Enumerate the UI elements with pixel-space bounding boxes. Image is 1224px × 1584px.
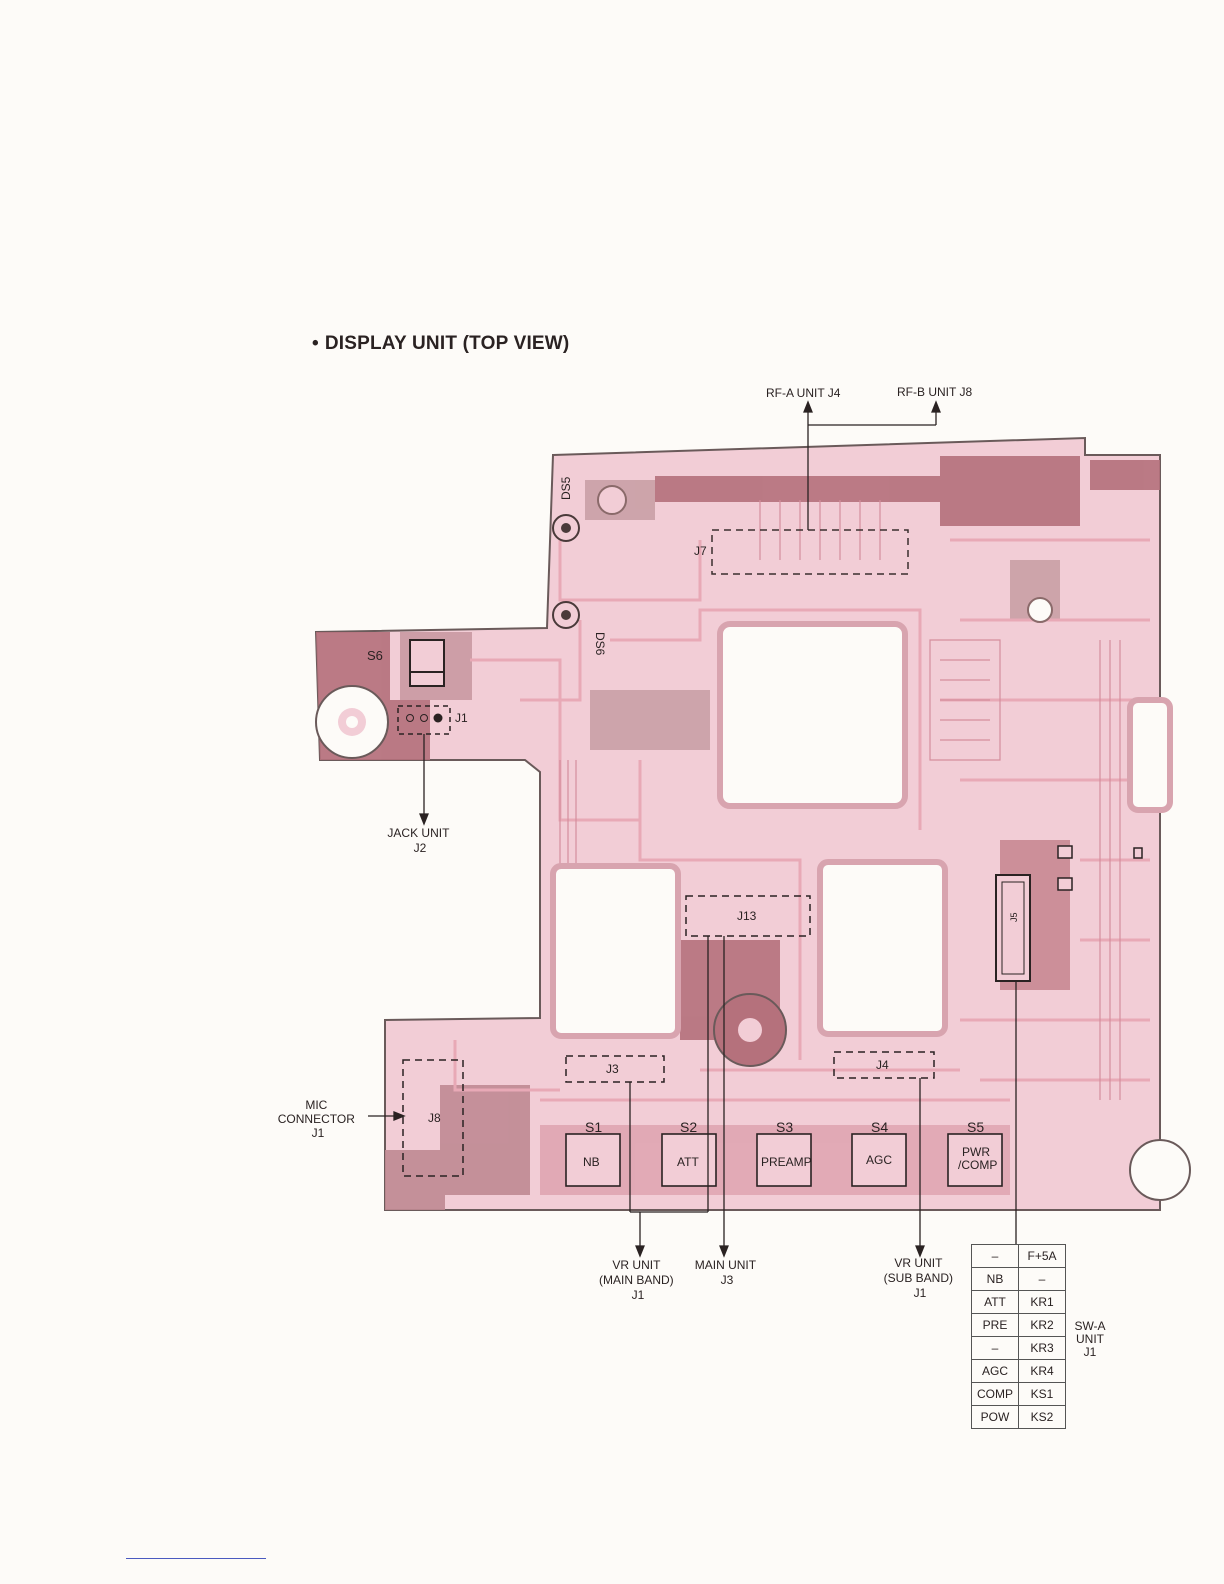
connector-j5 <box>996 875 1030 981</box>
s2-ref: S2 <box>680 1119 697 1135</box>
table-cell: KS1 <box>1019 1383 1066 1406</box>
table-cell: KR4 <box>1019 1360 1066 1383</box>
jack-unit-label: JACK UNIT J2 <box>387 826 452 855</box>
table-cell: NB <box>972 1268 1019 1291</box>
ds5-label: DS5 <box>559 476 573 500</box>
table-cell: PRE <box>972 1314 1019 1337</box>
s1-ref: S1 <box>585 1119 602 1135</box>
s3-ref: S3 <box>776 1119 793 1135</box>
s5-label: PWR <box>962 1145 990 1159</box>
table-row: –F+5A <box>972 1245 1066 1268</box>
table-cell: KS2 <box>1019 1406 1066 1429</box>
j3-label: J3 <box>606 1062 619 1076</box>
table-cell: COMP <box>972 1383 1019 1406</box>
footer-rule <box>126 1558 266 1559</box>
table-cell: KR1 <box>1019 1291 1066 1314</box>
table-cell: POW <box>972 1406 1019 1429</box>
s5-ref: S5 <box>967 1119 984 1135</box>
s3-label: PREAMP <box>761 1155 812 1169</box>
lcd-window-edge <box>1130 700 1170 810</box>
lcd-window-left <box>553 866 678 1036</box>
ds6-label: DS6 <box>593 632 607 656</box>
j4-label: J4 <box>876 1058 889 1072</box>
j7-label: J7 <box>694 544 707 558</box>
j13-label: J13 <box>737 909 757 923</box>
s5-label-2: /COMP <box>958 1158 997 1172</box>
vr-sub-label: VR UNIT (SUB BAND) J1 <box>884 1256 957 1300</box>
main-unit-label: MAIN UNIT J3 <box>695 1258 759 1287</box>
table-cell: – <box>972 1337 1019 1360</box>
rf-b-label: RF-B UNIT J8 <box>897 385 972 399</box>
table-cell: – <box>1019 1268 1066 1291</box>
table-cell: F+5A <box>1019 1245 1066 1268</box>
s4-label: AGC <box>866 1153 892 1167</box>
lcd-window-main <box>720 624 905 806</box>
sw-a-label-line: J1 <box>1070 1346 1110 1359</box>
mic-connector-label: MIC CONNECTOR J1 <box>278 1098 358 1140</box>
s6-label: S6 <box>367 648 383 663</box>
j8-label: J8 <box>428 1111 441 1125</box>
table-cell: KR3 <box>1019 1337 1066 1360</box>
table-cell: KR2 <box>1019 1314 1066 1337</box>
table-row: –KR3 <box>972 1337 1066 1360</box>
s1-label: NB <box>583 1155 600 1169</box>
lcd-window-right <box>820 862 945 1034</box>
table-cell: ATT <box>972 1291 1019 1314</box>
s4-ref: S4 <box>871 1119 888 1135</box>
rf-a-label: RF-A UNIT J4 <box>766 386 841 400</box>
j1-jack-label: J1 <box>455 711 468 725</box>
table-row: NB– <box>972 1268 1066 1291</box>
table-cell: – <box>972 1245 1019 1268</box>
table-cell: AGC <box>972 1360 1019 1383</box>
sw-a-unit-label: SW-A UNIT J1 <box>1070 1320 1110 1359</box>
j5-label: J5 <box>1009 912 1019 922</box>
vr-main-label: VR UNIT (MAIN BAND) J1 <box>599 1258 677 1302</box>
s2-label: ATT <box>677 1155 699 1169</box>
